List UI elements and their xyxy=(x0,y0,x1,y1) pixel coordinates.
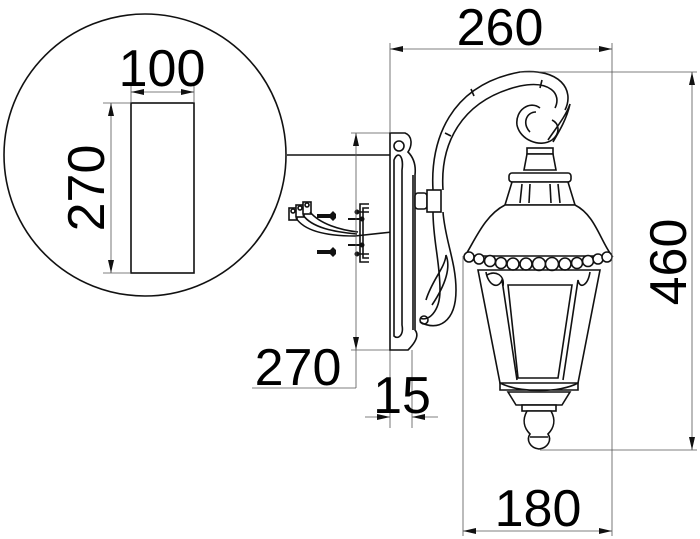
arrow-icon xyxy=(689,437,695,450)
backplate-footprint xyxy=(130,102,195,274)
arm-tick xyxy=(444,132,452,137)
acanthus-leaf xyxy=(425,254,449,306)
arrow-icon xyxy=(181,89,194,95)
arm-lower-inner xyxy=(419,211,457,327)
arrow-icon xyxy=(353,337,359,350)
lantern-bottom-plate xyxy=(506,391,572,406)
arrow-icon xyxy=(108,103,114,116)
lantern-arm xyxy=(414,70,571,327)
frame-post-left xyxy=(485,271,518,381)
arrow-icon xyxy=(463,528,476,534)
lantern-dome xyxy=(463,204,614,257)
arm-lower-outer xyxy=(419,211,441,320)
lantern-width-dimension: 180 xyxy=(462,256,613,538)
overall-height-label: 460 xyxy=(640,219,698,306)
arrow-icon xyxy=(599,46,612,52)
finial-ring xyxy=(521,404,557,412)
detail-width-label: 100 xyxy=(119,40,206,98)
backplate-ornament xyxy=(393,140,405,152)
overall-height-dimension: 460 xyxy=(520,71,698,451)
lantern-glass-panel xyxy=(507,284,573,379)
arm-inner-curve xyxy=(441,83,558,191)
arm-outer-curve xyxy=(431,70,569,191)
lantern-bottom-rim xyxy=(499,381,579,392)
shell-ornament xyxy=(486,272,505,287)
wire xyxy=(295,217,393,237)
lantern-width-label: 180 xyxy=(495,480,582,538)
arrow-icon xyxy=(353,133,359,146)
lantern-neck xyxy=(523,153,557,171)
frame-post-right xyxy=(562,271,591,381)
lantern-vent xyxy=(503,181,577,206)
overall-width-dimension: 260 xyxy=(389,0,613,256)
backplate-dimensions: 270 15 xyxy=(252,132,438,428)
arm-collar xyxy=(414,192,428,210)
arrow-icon xyxy=(108,260,114,273)
arm-scroll-inner xyxy=(524,111,537,133)
arrow-icon xyxy=(599,528,612,534)
lantern-cap-ring xyxy=(508,172,572,183)
backplate-height-label: 270 xyxy=(255,339,342,397)
mounting-bracket-icon xyxy=(359,203,369,263)
lantern-top-ring xyxy=(526,147,554,155)
overall-width-label: 260 xyxy=(457,0,544,57)
backplate-depth-label: 15 xyxy=(373,367,431,425)
lantern-head xyxy=(463,147,614,450)
arm-sleeve xyxy=(426,189,442,213)
arrow-icon xyxy=(412,414,425,420)
arm-tick xyxy=(539,79,543,89)
wire xyxy=(302,214,358,235)
detail-circle xyxy=(3,13,287,297)
wall-plug-icon xyxy=(317,211,336,257)
backplate-inner xyxy=(393,154,404,339)
lantern-frame xyxy=(477,269,601,384)
arm-tick xyxy=(470,88,475,97)
bottom-finial xyxy=(523,410,555,450)
arrow-icon xyxy=(689,72,695,85)
arm-scroll xyxy=(516,104,559,144)
backplate xyxy=(389,132,418,351)
detail-view: 100 270 xyxy=(3,13,411,297)
backplate-outline xyxy=(389,132,418,351)
bracket-inner xyxy=(362,207,369,259)
arrow-icon xyxy=(131,89,144,95)
terminal-block-icon xyxy=(288,201,312,221)
arrow-icon xyxy=(390,46,403,52)
arrow-icon xyxy=(377,414,390,420)
mounting-hardware xyxy=(288,201,393,263)
wire xyxy=(309,211,359,233)
teardrop-end xyxy=(419,315,429,325)
detail-height-label: 270 xyxy=(58,145,116,232)
leaf-ornament xyxy=(547,103,571,143)
